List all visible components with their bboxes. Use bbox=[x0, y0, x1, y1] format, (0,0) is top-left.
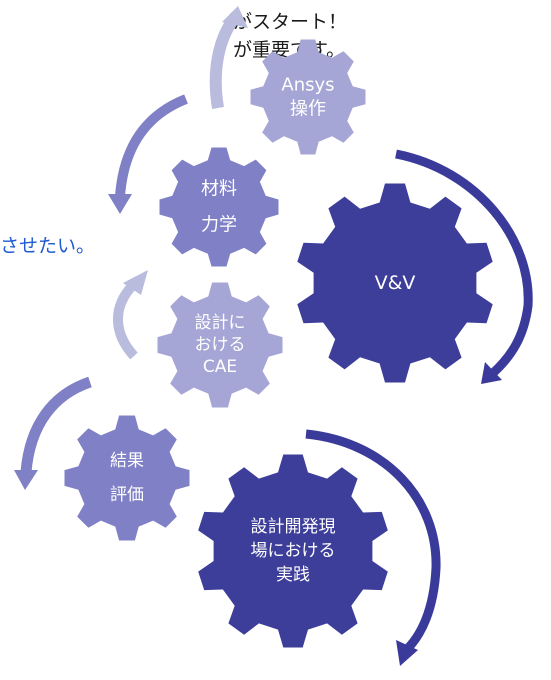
gear-body-kekka bbox=[64, 415, 190, 541]
arrow-ansys bbox=[209, 12, 241, 109]
gear-body-sekkei-cae bbox=[157, 282, 283, 408]
gear-label-zairyo-0: 材料 bbox=[201, 179, 237, 200]
intro-text-line-1: がスタート！ bbox=[233, 11, 348, 33]
gear-body-ansys bbox=[250, 39, 366, 155]
gear-label-kekka-1: 評価 bbox=[110, 485, 144, 505]
arrow-jissen-head bbox=[396, 640, 418, 666]
arrow-kekka-head bbox=[14, 470, 38, 490]
gear-label-sekkei-cae-0: 設計に bbox=[195, 313, 246, 333]
gear-label-vv-0: V&V bbox=[375, 272, 416, 294]
arrow-kekka bbox=[20, 376, 92, 473]
gear-ansys: Ansys 操作 bbox=[250, 39, 366, 155]
gear-label-zairyo-1: 力学 bbox=[201, 215, 237, 236]
arrow-sekkei-head bbox=[123, 270, 148, 295]
arrow-ansys-head bbox=[222, 6, 248, 28]
gear-body-jissen bbox=[198, 454, 388, 648]
gear-label-ansys-0: Ansys bbox=[281, 75, 334, 96]
arrow-zairyo-head bbox=[108, 194, 132, 214]
gear-label-jissen-2: 実践 bbox=[276, 565, 310, 585]
gear-body-zairyo bbox=[159, 147, 279, 267]
arrow-vv bbox=[395, 149, 533, 378]
gear-label-sekkei-cae-2: CAE bbox=[203, 357, 237, 377]
arrow-jissen bbox=[305, 429, 441, 656]
gear-label-jissen-1: 場における bbox=[251, 541, 336, 561]
gear-label-sekkei-cae-1: おける bbox=[195, 335, 246, 355]
gear-body-vv bbox=[297, 183, 493, 383]
arrow-vv-head bbox=[481, 362, 502, 384]
gear-label-jissen-0: 設計開発現 bbox=[251, 517, 336, 537]
arrow-zairyo bbox=[115, 94, 188, 197]
arrow-sekkei bbox=[113, 282, 138, 360]
gear-label-kekka-0: 結果 bbox=[110, 451, 144, 471]
goal-text-line: させたい。 bbox=[0, 235, 96, 257]
gear-label-ansys-1: 操作 bbox=[290, 99, 326, 120]
gear-vv: V&V bbox=[297, 183, 493, 383]
